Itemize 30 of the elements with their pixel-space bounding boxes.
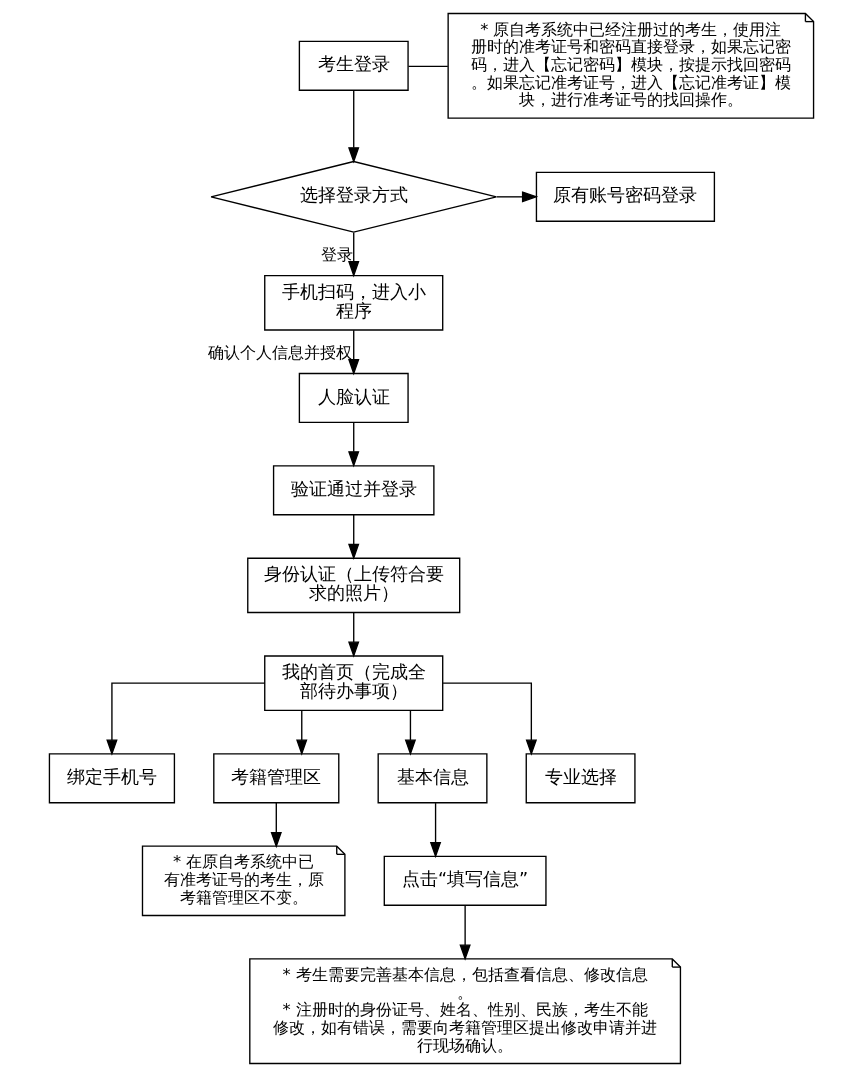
arrow [296,710,308,756]
arrow [348,611,360,658]
node-diamond: 选择登录方式 [210,160,498,233]
node-box: 基本信息 [377,753,488,804]
arrow [348,329,360,376]
node-box: 我的首页（完成全部待办事项） [264,655,444,711]
edge-label: 登录 [320,245,353,265]
node-box: 考生登录 [298,40,409,91]
node-box: 人脸认证 [298,372,409,424]
node-box: 点击“填写信息” [383,855,547,906]
node-box: 验证通过并登录 [272,465,435,516]
node-box: 专业选择 [525,753,636,804]
node-box: 考籍管理区 [213,753,340,804]
node-box: 绑定手机号 [48,753,176,804]
node-box: 身份认证（上传符合要求的照片） [247,557,461,614]
connector [407,65,449,68]
arrow [429,802,442,859]
arrow [348,514,360,560]
node-box: 原有账号密码登录 [535,171,716,222]
arrow [496,191,539,203]
arrow [348,89,360,164]
edge-label: 确认个人信息并授权 [207,343,352,363]
arrow [459,904,471,961]
arrow [404,710,417,756]
arrow [106,682,266,756]
node-box: 手机扫码，进入小程序 [264,274,444,331]
arrow [270,802,282,849]
arrow [442,682,538,756]
arrow [348,421,360,468]
arrow [348,232,360,278]
